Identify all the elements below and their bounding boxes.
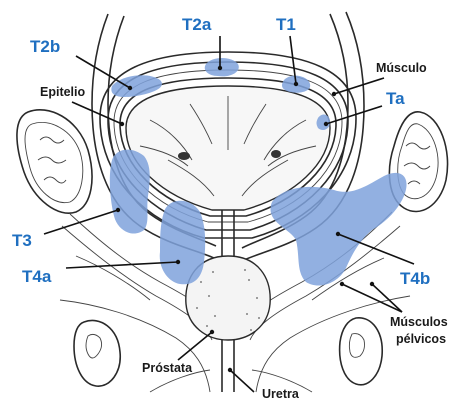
tumor-t4b	[270, 173, 406, 286]
tumor-t3	[110, 150, 150, 234]
left-lower-bone	[74, 320, 120, 386]
label-t4b: T4b	[400, 269, 430, 288]
label-t2b: T2b	[30, 37, 60, 56]
label-musculos-pelvicos-1: Músculos	[390, 315, 448, 329]
label-t2a: T2a	[182, 15, 212, 34]
tumor-t4a	[160, 201, 205, 285]
label-musculo: Músculo	[376, 61, 427, 75]
label-t1: T1	[276, 15, 296, 34]
label-uretra: Uretra	[262, 387, 300, 401]
label-t4a: T4a	[22, 267, 52, 286]
right-lower-bone	[340, 318, 383, 385]
label-epitelio: Epitelio	[40, 85, 86, 99]
label-musculos-pelvicos-2: pélvicos	[396, 332, 446, 346]
label-t3: T3	[12, 231, 32, 250]
label-ta: Ta	[386, 89, 405, 108]
label-prostata: Próstata	[142, 361, 193, 375]
left-pelvic-bone	[17, 110, 92, 213]
tumor-t2b	[111, 75, 162, 97]
